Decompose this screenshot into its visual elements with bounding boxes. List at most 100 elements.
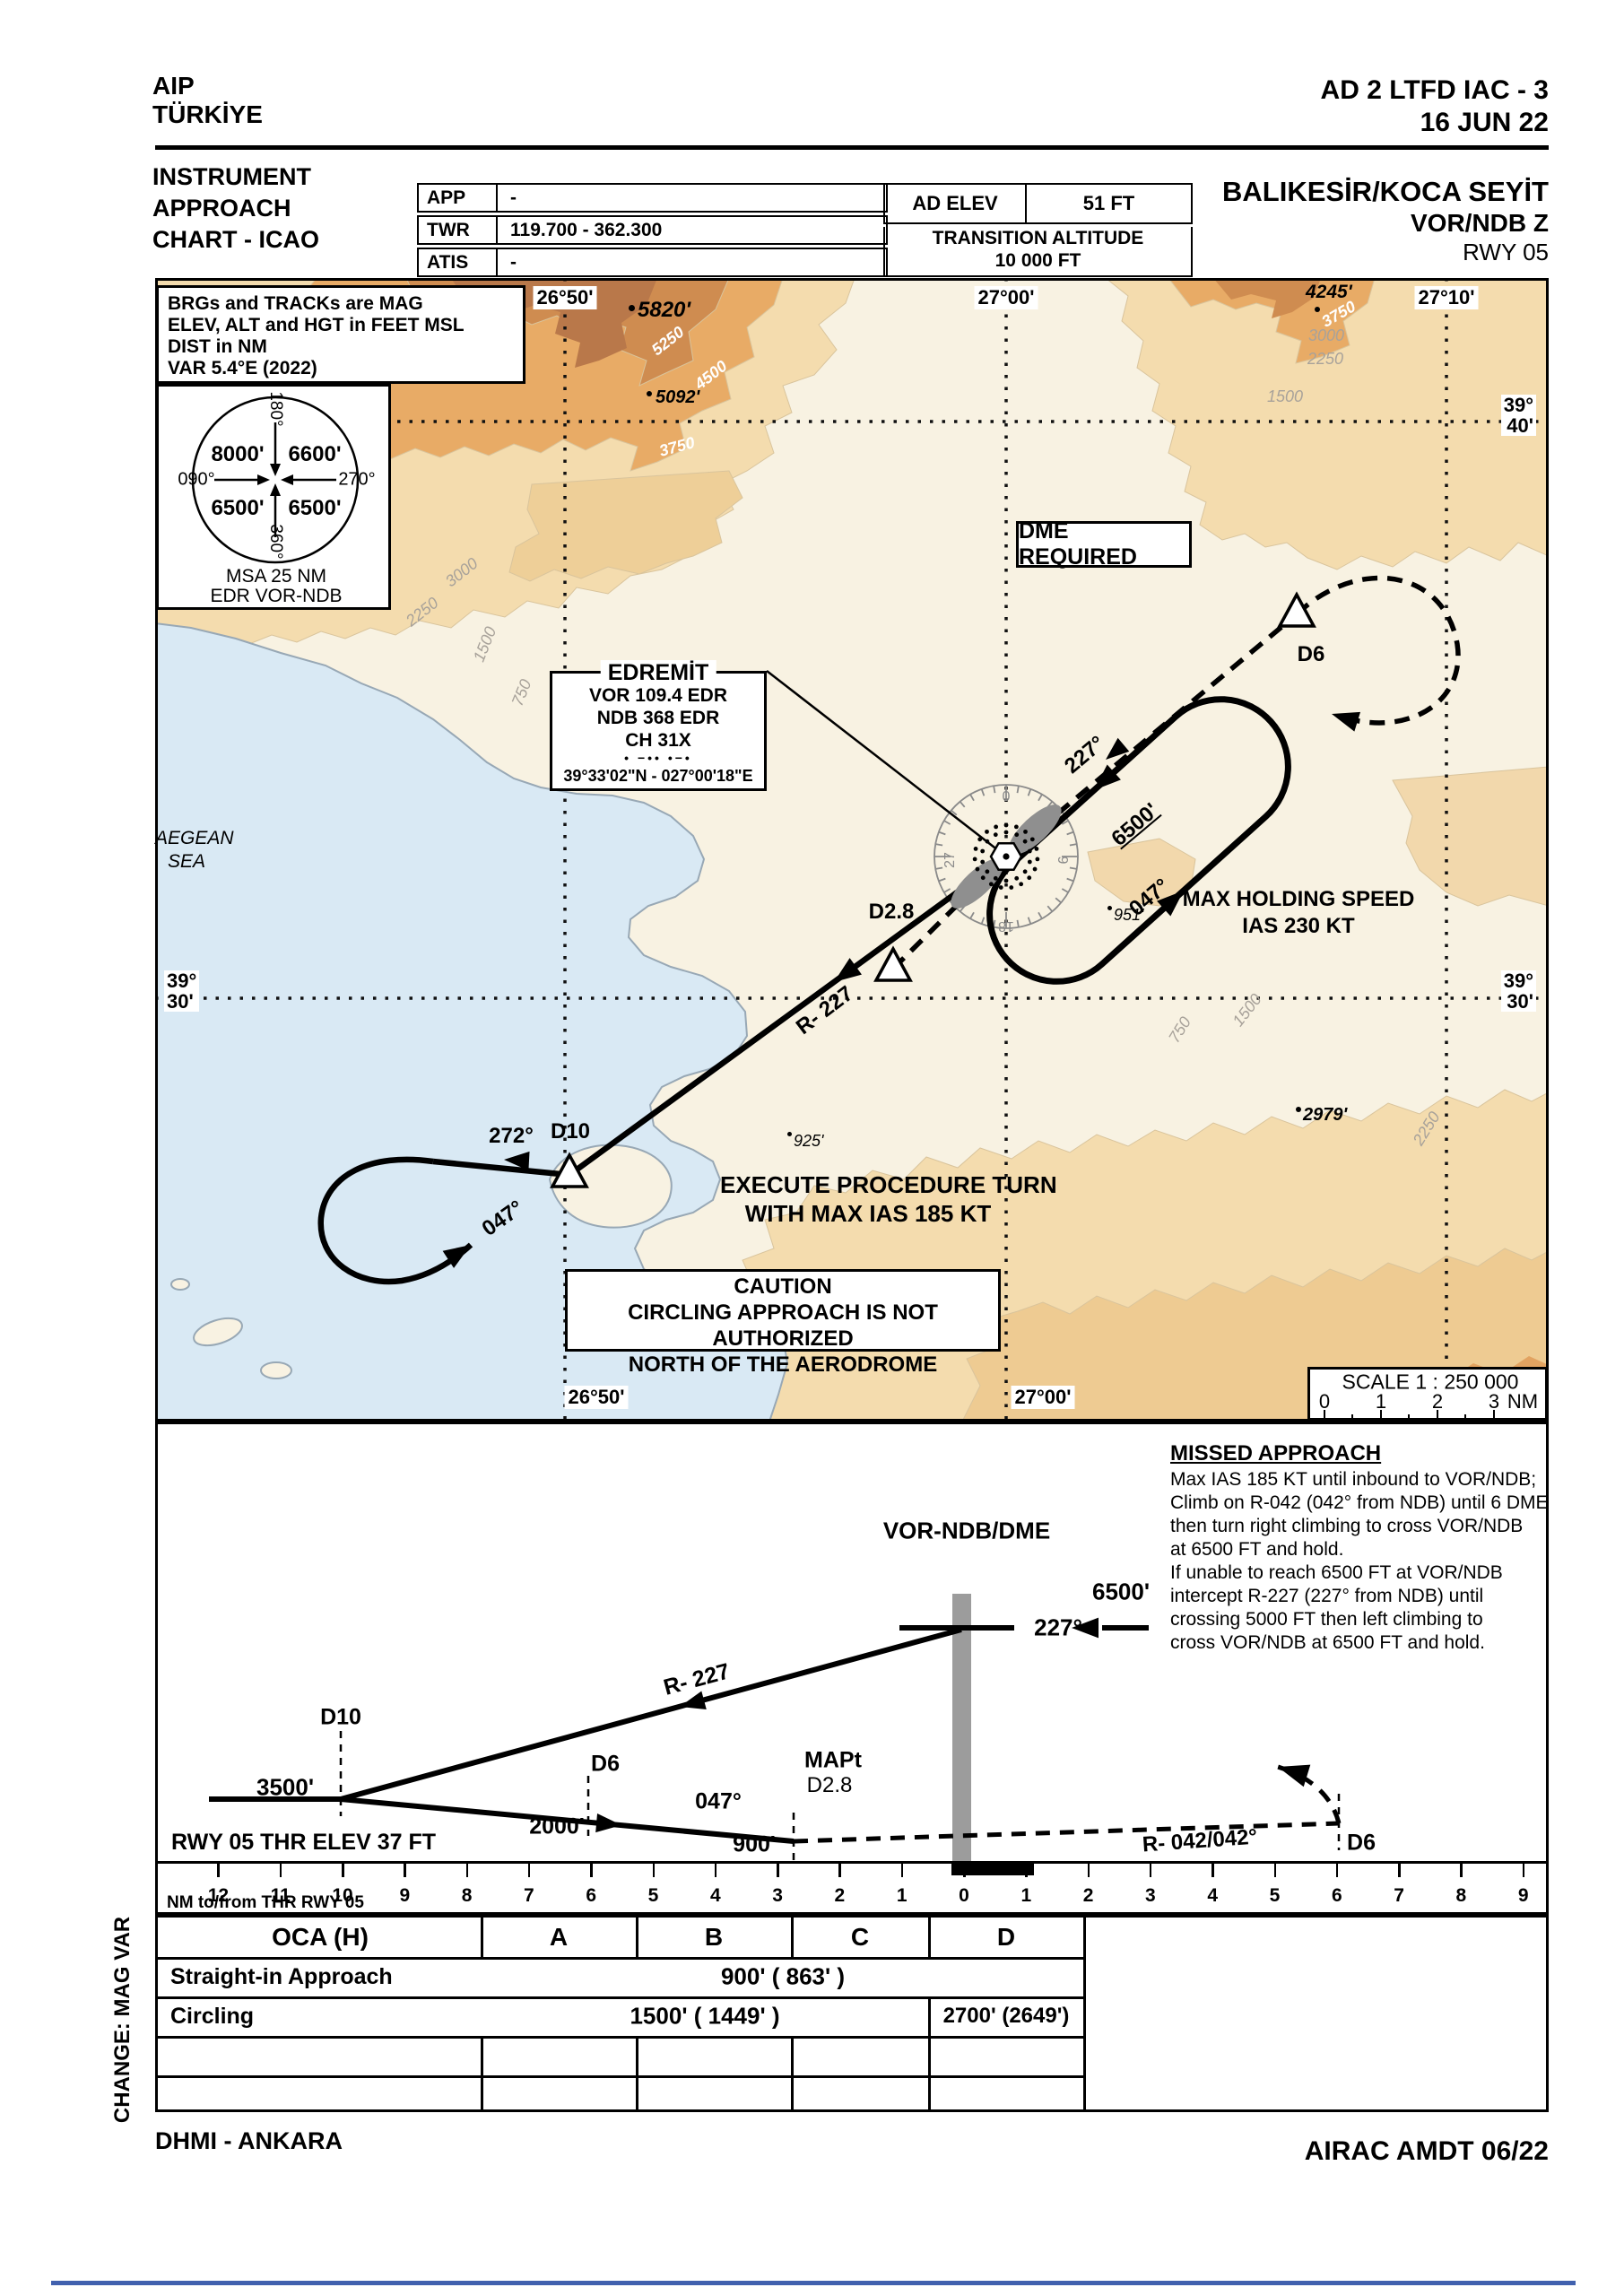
navaid-coordinates: 39°33'02"N - 027°00'18"E <box>563 767 753 785</box>
scale-tick-2: 2 <box>1431 1390 1444 1413</box>
table-line <box>158 2075 1083 2078</box>
comm-twr-label: TWR <box>419 217 498 243</box>
ruler-tick <box>1087 1864 1090 1877</box>
msa-caption1: MSA 25 NM <box>225 566 327 587</box>
parallel-label-30-right: 39° 30' <box>1500 970 1536 1012</box>
compass-tick <box>1069 843 1077 847</box>
table-line <box>636 1918 638 1957</box>
sea-layer <box>154 622 789 1422</box>
fix-d6-triangle <box>1277 591 1316 628</box>
compass-e: 9 <box>1055 857 1070 865</box>
missed-line: cross VOR/NDB at 6500 FT and hold. <box>1170 1632 1485 1653</box>
parallel-label-40-right: 39° 40' <box>1500 395 1536 436</box>
doc-reference: AD 2 LTFD IAC - 3 <box>1320 75 1549 105</box>
ruler-tick <box>1273 1864 1276 1877</box>
spot-5092: 5092' <box>656 387 700 407</box>
header-rule <box>155 145 1549 150</box>
chart-type-line3: CHART - ICAO <box>152 226 319 253</box>
transition-altitude-label: TRANSITION ALTITUDE <box>932 228 1144 248</box>
missed-line: intercept R-227 (227° from NDB) until <box>1170 1586 1484 1606</box>
arrowhead <box>834 958 862 982</box>
fix-d2.8-label: D2.8 <box>868 900 915 924</box>
compass-tick <box>951 809 958 816</box>
ndb-dot <box>1022 869 1028 874</box>
parallel-30-deg: 39° <box>1503 970 1533 992</box>
profile-d10: D10 <box>320 1704 361 1730</box>
profile-alt-6500: 6500' <box>1091 1578 1151 1605</box>
ndb-dot <box>994 824 999 830</box>
comm-app-label: APP <box>419 185 498 211</box>
comm-app-value: - <box>510 187 517 208</box>
compass-tick <box>1055 897 1062 904</box>
ndb-dot <box>1009 885 1014 890</box>
msa-bearing-270: 270° <box>338 469 376 490</box>
map-canvas: 0 9 18 27 <box>154 277 1550 1422</box>
spot-925: 925' <box>794 1132 824 1150</box>
navaid-leader-line <box>766 670 1007 857</box>
fix-triangles <box>550 591 1316 1188</box>
ndb-dot <box>985 829 989 834</box>
ruler-tick <box>527 1864 531 1877</box>
arrowhead <box>1157 891 1184 917</box>
ruler-tick <box>1460 1864 1463 1877</box>
ndb-dot <box>975 866 980 872</box>
minima-circling-abc-value: 1500' ( 1449' ) <box>630 2002 780 2030</box>
ndb-dot <box>1027 859 1032 865</box>
profile-view: MISSED APPROACH Max IAS 185 KT until inb… <box>155 1422 1549 1864</box>
caution-line2: CIRCLING APPROACH IS NOT AUTHORIZED <box>628 1300 938 1351</box>
ruler-tick <box>777 1864 779 1877</box>
execute-line2: WITH MAX IAS 185 KT <box>744 1200 992 1227</box>
spot-dot <box>1296 1107 1301 1112</box>
ndb-dot <box>1019 882 1024 887</box>
navaid-morse: • −•• •−• <box>624 751 692 765</box>
fix-d6-label: D6 <box>1297 642 1325 666</box>
profile-border <box>155 1422 1549 1864</box>
ndb-dot <box>1035 857 1040 862</box>
plan-view-map: 0 9 18 27 <box>154 277 1550 1422</box>
map-border <box>155 278 1549 1422</box>
ruler-tick <box>652 1864 655 1877</box>
ruler-number: 5 <box>647 1885 659 1906</box>
minima-header-d: D <box>996 1923 1016 1951</box>
change-note: CHANGE: MAG VAR <box>110 1916 135 2124</box>
execute-line1: EXECUTE PROCEDURE TURN <box>720 1171 1057 1198</box>
table-line <box>158 1996 1083 1999</box>
sea-name: AEGEAN SEA <box>155 827 234 874</box>
ruler-number: 8 <box>461 1885 473 1906</box>
spot-2979: 2979' <box>1303 1105 1348 1125</box>
ruler-tick <box>714 1864 717 1877</box>
ndb-dot <box>985 869 990 874</box>
procedure-turn-outbound: 272° <box>489 1124 534 1148</box>
ndb-dot <box>993 875 998 881</box>
missed-approach-line <box>793 1821 1340 1844</box>
caution-line1: CAUTION <box>734 1274 832 1299</box>
ruler-number: 10 <box>332 1885 353 1906</box>
navaid-name: EDREMİT <box>600 660 716 686</box>
profile-crs-227: 227° <box>1034 1613 1082 1641</box>
msa-sector-ne: 6600' <box>288 442 342 466</box>
amendment: AIRAC AMDT 06/22 <box>1304 2136 1549 2166</box>
navaid-box: EDREMİT VOR 109.4 EDR NDB 368 EDR CH 31X… <box>550 660 767 791</box>
table-line <box>481 1918 483 1957</box>
compass-tick <box>938 877 946 883</box>
ndb-dot <box>1014 875 1020 881</box>
ndb-dot <box>988 882 994 887</box>
msa-bearing-180: 180° <box>266 391 285 427</box>
msa-caption2: EDR VOR-NDB <box>210 586 343 606</box>
arrowhead <box>504 1151 530 1171</box>
profile-mapt-dme: D2.8 <box>806 1773 853 1797</box>
compass-tick <box>1038 794 1043 802</box>
ruler-number: 2 <box>834 1885 846 1906</box>
arrowhead <box>1094 764 1121 790</box>
meridian-label-top-2: 27°00' <box>974 286 1038 309</box>
ndb-dot <box>1029 837 1035 842</box>
minima-header-b: B <box>704 1923 724 1951</box>
ndb-shading <box>951 804 1062 909</box>
table-line <box>791 2036 794 2109</box>
arrowhead <box>1072 1617 1099 1639</box>
compass-tick <box>980 917 986 925</box>
ndb-dot <box>980 859 986 865</box>
compass-tick <box>1061 888 1069 893</box>
msa-sector-se: 6500' <box>288 496 342 520</box>
